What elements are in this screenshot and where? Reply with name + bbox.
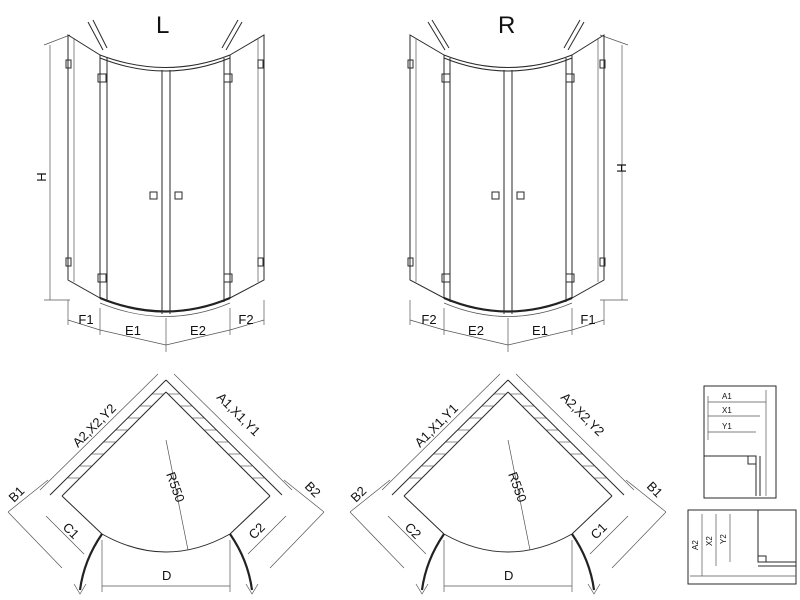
wall-outline xyxy=(49,379,283,497)
support-bar xyxy=(87,21,104,51)
handle-icon xyxy=(174,191,183,200)
hinge xyxy=(223,273,233,283)
open-door-left xyxy=(420,533,445,591)
hinge xyxy=(565,73,575,83)
open-door-right xyxy=(229,533,254,591)
fixed-panel-right xyxy=(571,34,605,299)
fixed-panel-right xyxy=(229,34,265,299)
detail-bottom: A2 X2 Y2 xyxy=(687,509,797,585)
clear-dim-label: C2 xyxy=(246,520,268,542)
plan-left: A2,X2,Y2 A1,X1,Y1 B1 B2 C1 C2 R550 D xyxy=(6,373,325,595)
arrow-icon xyxy=(587,583,601,595)
detail-label: Y2 xyxy=(719,534,728,544)
bottom-dimensions-left: F1 E1 E2 F2 xyxy=(67,300,265,352)
dim-label: E1 xyxy=(125,323,141,338)
detail-top: A1 X1 Y1 xyxy=(703,385,777,499)
wall-outline xyxy=(391,379,625,497)
wall-dim-label: A1,X1,Y1 xyxy=(214,390,263,439)
width-label: D xyxy=(162,568,171,583)
hinge xyxy=(97,273,107,283)
bottom-dimensions-right: F2 E2 E1 F1 xyxy=(409,300,605,352)
door-arc xyxy=(101,533,231,553)
plan-right: A1,X1,Y1 A2,X2,Y2 B2 B1 C2 C1 R550 D xyxy=(348,373,667,595)
fixed-panel-left xyxy=(409,34,445,299)
dim-label: F1 xyxy=(78,312,93,327)
elevation-left: L H xyxy=(34,12,265,352)
width-label: D xyxy=(504,568,513,583)
radius-label: R550 xyxy=(505,470,530,504)
hinge xyxy=(565,273,575,283)
elevation-right-title: R xyxy=(498,12,515,39)
dim-label: F1 xyxy=(580,312,595,327)
fixed-panel xyxy=(571,495,613,535)
arrow-icon xyxy=(245,583,259,595)
fixed-panel xyxy=(229,495,271,535)
side-dim-label: B1 xyxy=(6,483,28,505)
tray-curve xyxy=(99,296,231,313)
wall-hatch-right xyxy=(510,393,606,479)
elevation-left-title: L xyxy=(156,12,169,39)
arrow-icon xyxy=(415,583,429,595)
detail-label: A1 xyxy=(722,392,732,401)
wall-dim-label: A1,X1,Y1 xyxy=(412,401,461,450)
wall-hatch-left xyxy=(68,393,164,479)
radius-line xyxy=(507,439,531,551)
detail-frame xyxy=(687,509,797,585)
fixed-panel-left xyxy=(67,34,101,299)
open-door-right xyxy=(571,533,596,591)
dim-label: F2 xyxy=(421,312,436,327)
wall-hatch-right xyxy=(168,393,264,479)
wall-dim-label: A2,X2,Y2 xyxy=(558,390,607,439)
detail-label: A2 xyxy=(691,540,700,550)
height-label: H xyxy=(614,163,629,172)
height-label: H xyxy=(34,172,49,181)
arrow-icon xyxy=(73,583,87,595)
wall-hatch-left xyxy=(410,393,506,479)
dim-label: E1 xyxy=(532,323,548,338)
clear-dim-label: C1 xyxy=(588,520,610,542)
handle-icon xyxy=(491,191,500,200)
detail-label: X1 xyxy=(722,406,732,415)
open-door-left xyxy=(78,533,103,591)
door-arc xyxy=(443,533,573,553)
detail-label: Y1 xyxy=(722,422,732,431)
radius-line xyxy=(165,439,189,551)
clear-dim-label: C2 xyxy=(402,520,424,542)
hinge xyxy=(441,73,451,83)
support-bar xyxy=(427,21,446,51)
handle-icon xyxy=(149,191,158,200)
tray-curve xyxy=(443,296,573,313)
door-top-curve xyxy=(99,54,231,68)
handle-icon xyxy=(516,191,525,200)
detail-frame xyxy=(703,385,777,499)
hinge xyxy=(97,73,107,83)
dim-label: E2 xyxy=(468,323,484,338)
detail-label: X2 xyxy=(705,536,714,546)
wall-dim-label: A2,X2,Y2 xyxy=(70,401,119,450)
elevation-right: R H xyxy=(407,12,629,352)
side-dim-label: B2 xyxy=(348,483,370,505)
dim-label: E2 xyxy=(190,323,206,338)
clear-dim-label: C1 xyxy=(60,520,82,542)
support-bar xyxy=(225,21,243,51)
support-bar xyxy=(567,21,585,51)
door-top-curve xyxy=(443,54,573,68)
fixed-panel xyxy=(403,495,445,535)
hinge xyxy=(441,273,451,283)
radius-label: R550 xyxy=(163,470,188,504)
dim-label: F2 xyxy=(238,312,253,327)
fixed-panel xyxy=(61,495,103,535)
hinge xyxy=(223,73,233,83)
